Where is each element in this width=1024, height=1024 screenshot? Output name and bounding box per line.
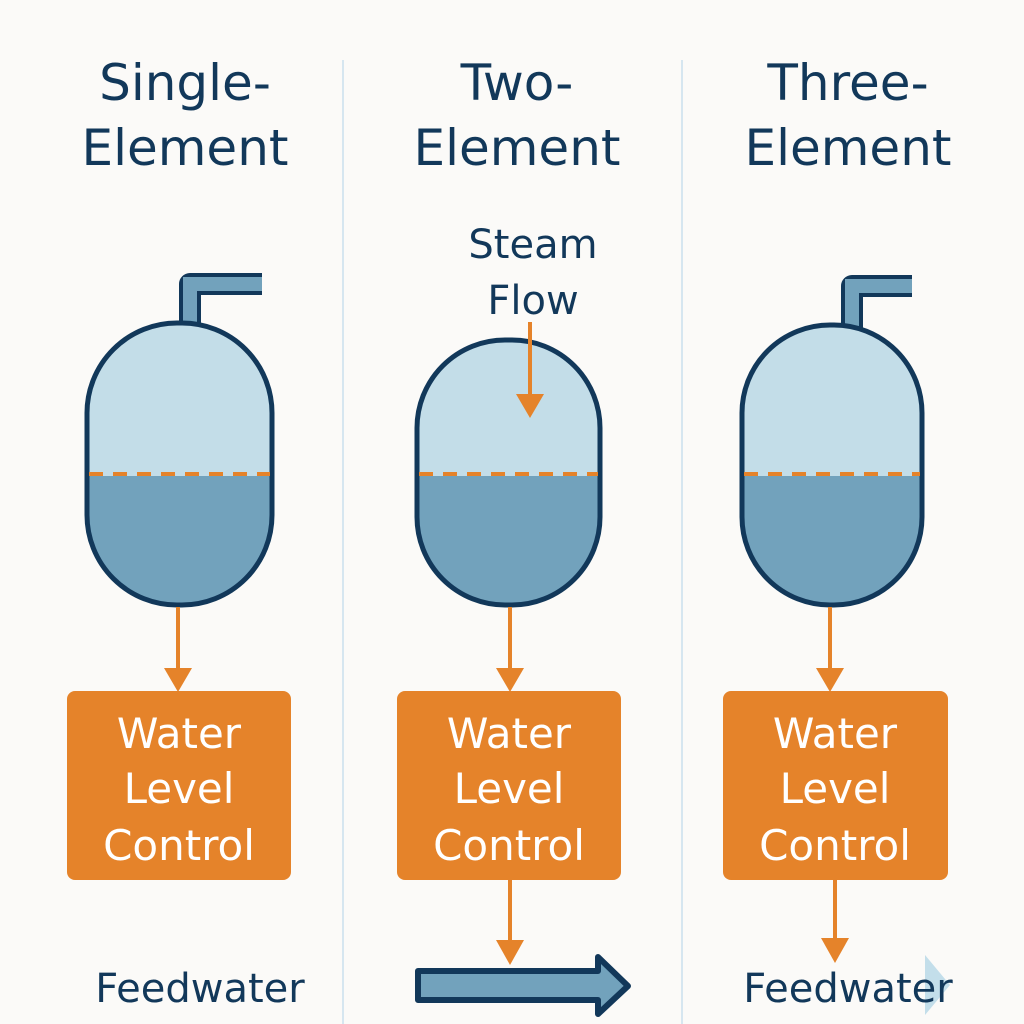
box-text: Level xyxy=(780,764,891,813)
title-line: Single- xyxy=(99,54,271,112)
title-line: Two- xyxy=(460,54,574,112)
box-text: Control xyxy=(759,821,911,870)
drum-tank xyxy=(87,323,272,605)
steam-flow-arrow xyxy=(516,394,544,418)
box-text: Level xyxy=(124,764,235,813)
feedwater-arrow-tip xyxy=(925,955,950,1015)
column-single-element: Single- Element Water Level Control Feed… xyxy=(67,54,305,1012)
title-line: Element xyxy=(81,119,288,177)
title-line: Three- xyxy=(766,54,928,112)
output-arrow xyxy=(821,938,849,963)
feedwater-label: Feedwater xyxy=(95,966,305,1012)
box-text: Control xyxy=(103,821,255,870)
box-text: Level xyxy=(454,764,565,813)
box-text: Water xyxy=(117,709,242,758)
column-three-element: Three- Element Water Level Control Feedw… xyxy=(723,54,953,1015)
feedwater-label: Feedwater xyxy=(743,966,953,1012)
steam-flow-label: Flow xyxy=(487,278,578,324)
box-text: Water xyxy=(447,709,572,758)
column-two-element: Two- Element Steam Flow Water Level Cont… xyxy=(397,54,631,1017)
water-level-control-box xyxy=(723,691,948,880)
box-text: Water xyxy=(773,709,898,758)
signal-arrow xyxy=(816,668,844,692)
steam-flow-label: Steam xyxy=(468,222,597,268)
water-level-control-box xyxy=(397,691,621,880)
feedwater-flow-arrow xyxy=(415,954,631,1017)
signal-arrow xyxy=(496,668,524,692)
title-line: Element xyxy=(413,119,620,177)
box-text: Control xyxy=(433,821,585,870)
signal-arrow xyxy=(164,668,192,692)
title-line: Element xyxy=(744,119,951,177)
output-arrow xyxy=(496,940,524,965)
water-level-control-box xyxy=(67,691,291,880)
